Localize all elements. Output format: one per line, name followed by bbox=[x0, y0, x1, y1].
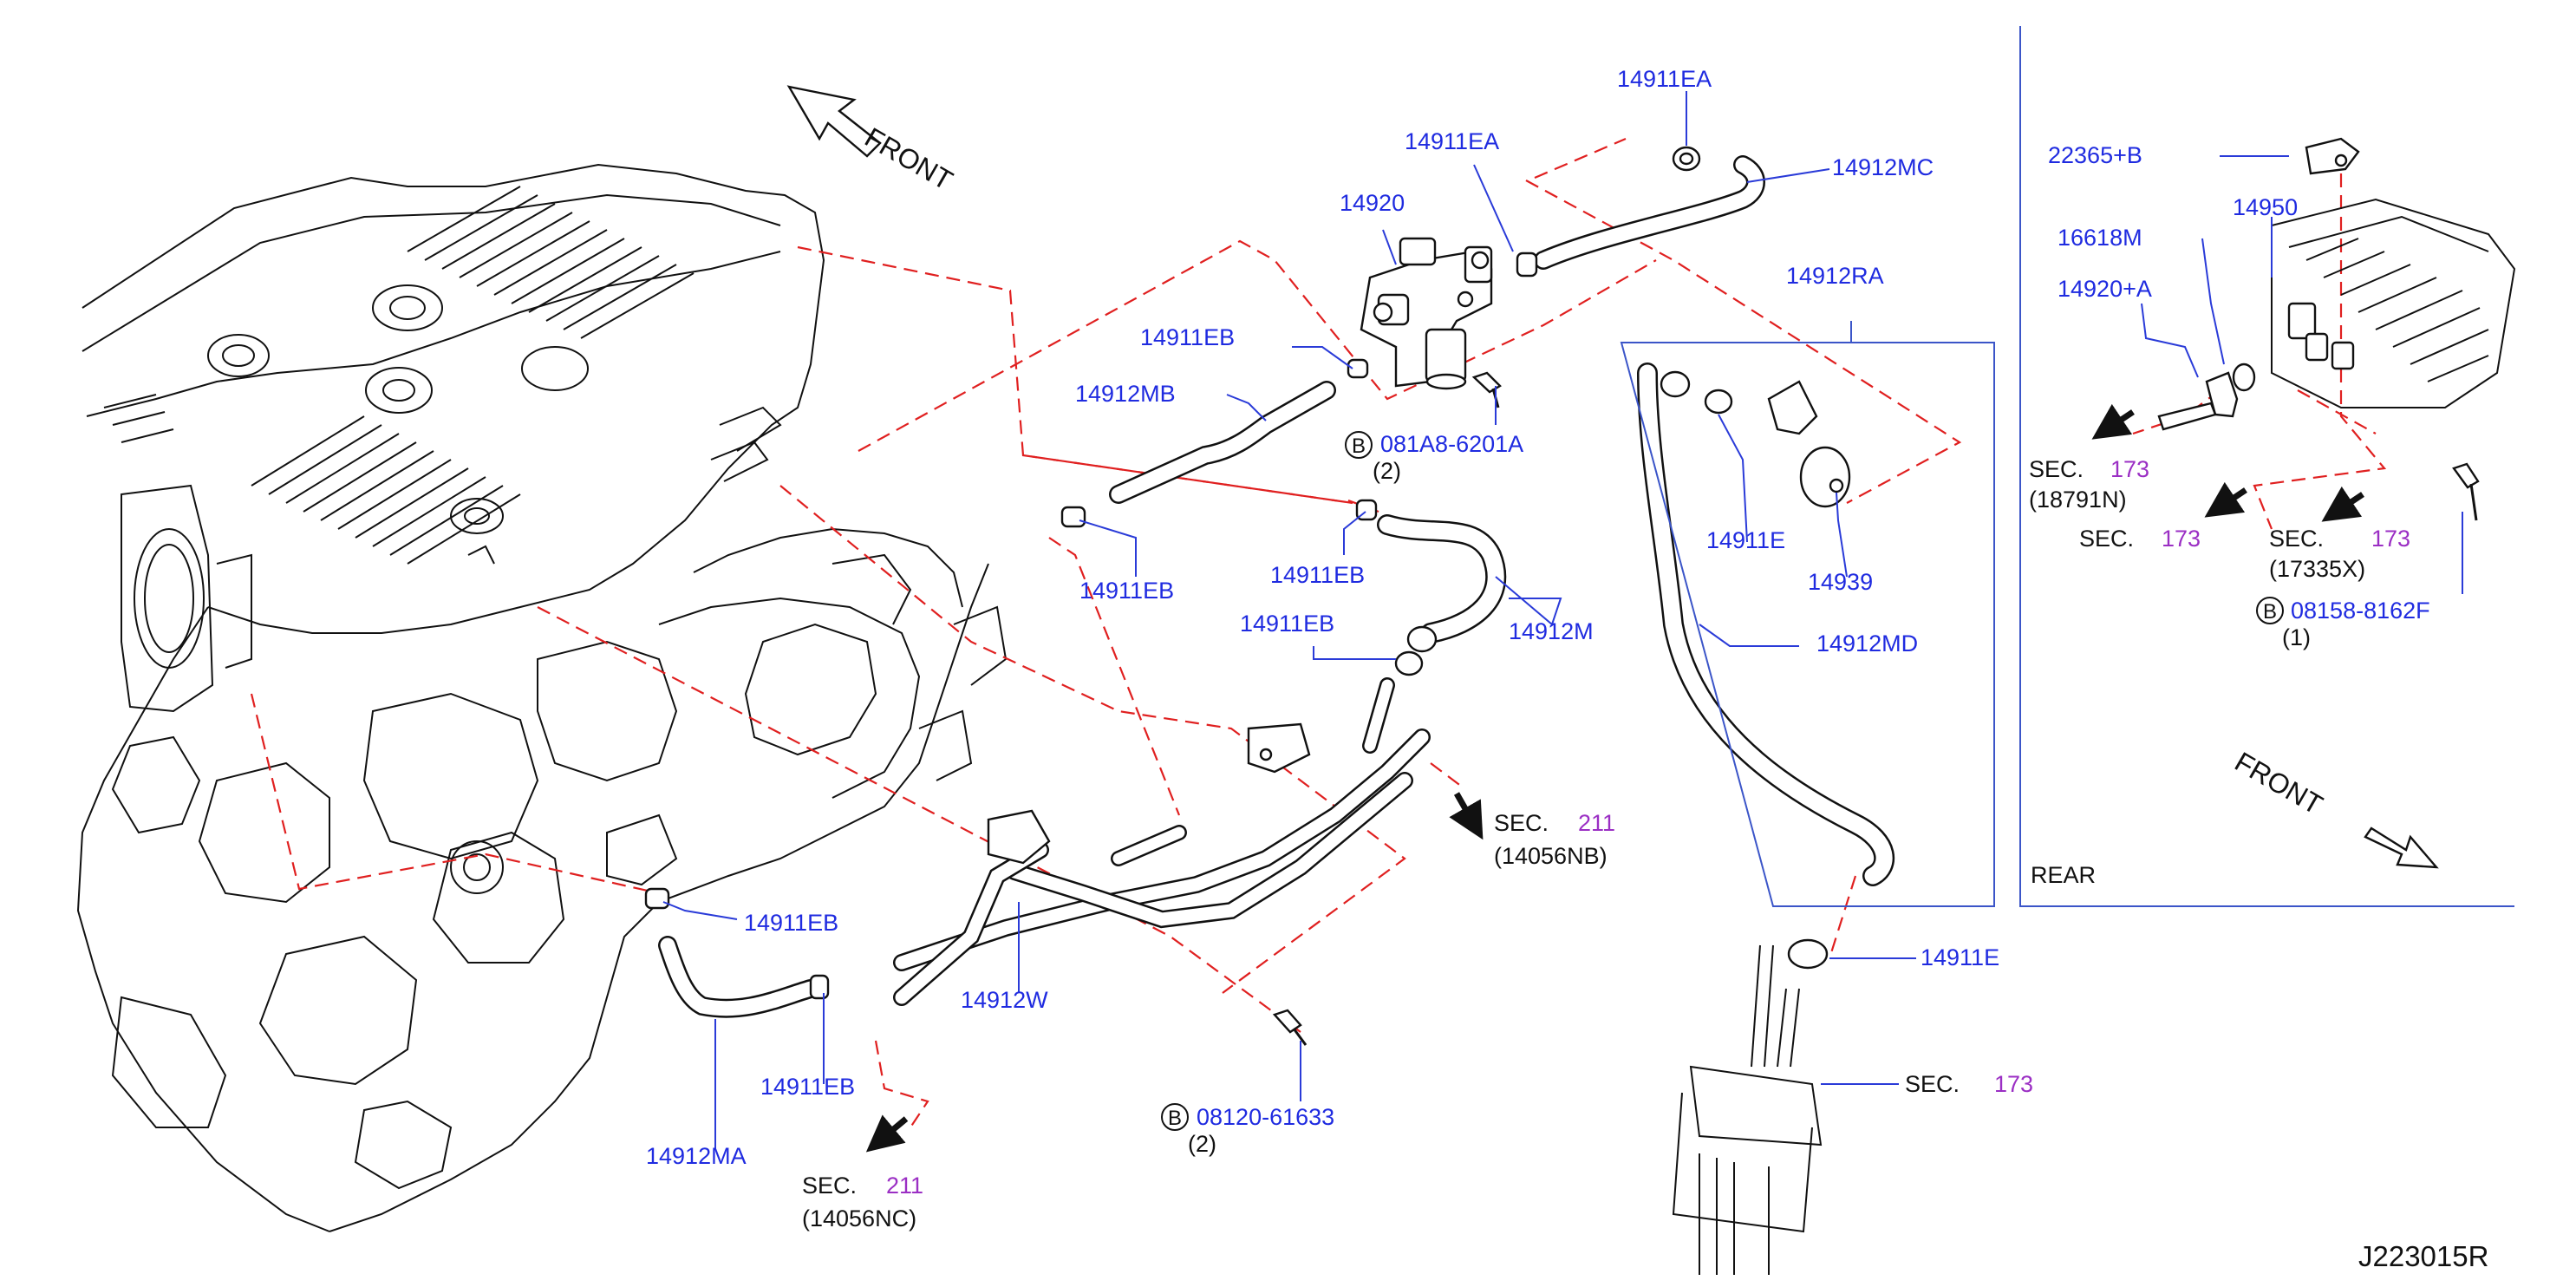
part-label-14911E-bottom: 14911E bbox=[1921, 944, 1999, 970]
part-label-14912MB: 14912MB bbox=[1075, 381, 1176, 407]
part-label-22365-B: 22365+B bbox=[2048, 142, 2142, 168]
diagram-code: J223015R bbox=[2358, 1240, 2488, 1272]
svg-text:173: 173 bbox=[2371, 526, 2410, 552]
bolt-marker-081A8: B bbox=[1345, 431, 1373, 459]
part-label-14911EB-b: 14911EB bbox=[1079, 578, 1174, 604]
svg-text:SEC.: SEC. bbox=[2029, 456, 2084, 482]
part-label-14911EB-a: 14911EB bbox=[1140, 324, 1235, 350]
svg-text:SEC.: SEC. bbox=[1905, 1071, 1960, 1097]
part-label-081A8-6201A: 081A8-6201A bbox=[1380, 431, 1523, 457]
part-label-14911EB-e: 14911EB bbox=[744, 910, 838, 936]
part-label-14912MC: 14912MC bbox=[1832, 154, 1934, 180]
svg-text:(14056NB): (14056NB) bbox=[1494, 843, 1608, 869]
front-arrow-main: FRONT bbox=[786, 85, 958, 196]
sub-assembly-box-14912RA bbox=[1620, 321, 1995, 907]
inset-border bbox=[2019, 26, 2514, 907]
parts-art bbox=[644, 137, 2516, 1275]
sec-173-18791N: SEC. 173 (18791N) bbox=[2029, 456, 2149, 513]
part-label-14912M: 14912M bbox=[1509, 618, 1594, 644]
part-label-14912MA: 14912MA bbox=[646, 1143, 747, 1169]
svg-text:(14056NC): (14056NC) bbox=[802, 1205, 916, 1231]
svg-text:SEC.: SEC. bbox=[1494, 810, 1549, 836]
svg-text:211: 211 bbox=[1578, 810, 1615, 836]
part-label-14912RA: 14912RA bbox=[1786, 263, 1884, 289]
part-label-14950: 14950 bbox=[2233, 194, 2298, 220]
sec-173-mid: SEC. 173 bbox=[2079, 526, 2201, 552]
section-arrows bbox=[865, 403, 2364, 1153]
part-label-14912MD: 14912MD bbox=[1816, 630, 1918, 657]
svg-text:173: 173 bbox=[2162, 526, 2201, 552]
part-label-14912W: 14912W bbox=[961, 987, 1048, 1013]
part-qty-081A8: (2) bbox=[1373, 458, 1401, 484]
part-label-14911EA-mid: 14911EA bbox=[1405, 128, 1499, 154]
part-label-14911EB-d: 14911EB bbox=[1240, 611, 1334, 637]
part-label-14911EB-c: 14911EB bbox=[1270, 562, 1365, 588]
part-qty-08158: (1) bbox=[2282, 624, 2311, 650]
svg-text:SEC.: SEC. bbox=[2269, 526, 2324, 552]
svg-text:B: B bbox=[1168, 1107, 1182, 1130]
section-refs: SEC. 211 (14056NB) SEC. 211 (14056NC) SE… bbox=[802, 456, 2410, 1231]
leader-lines bbox=[662, 91, 2463, 1149]
svg-text:SEC.: SEC. bbox=[2079, 526, 2134, 552]
part-label-08158-8162F: 08158-8162F bbox=[2291, 598, 2430, 624]
part-label-14911EB-f: 14911EB bbox=[760, 1074, 855, 1100]
part-label-14911EA-top: 14911EA bbox=[1617, 66, 1712, 92]
svg-text:173: 173 bbox=[2110, 456, 2149, 482]
svg-text:FRONT: FRONT bbox=[2230, 746, 2328, 820]
svg-text:211: 211 bbox=[886, 1173, 923, 1199]
sec-173-17335X: SEC. 173 (17335X) bbox=[2269, 526, 2410, 582]
svg-text:FRONT: FRONT bbox=[860, 121, 958, 196]
svg-text:SEC.: SEC. bbox=[802, 1173, 857, 1199]
rear-label: REAR bbox=[2031, 862, 2096, 888]
svg-text:173: 173 bbox=[1994, 1071, 2033, 1097]
part-labels: 14911EA 14912MC 14911EA 14920 14912RA 14… bbox=[646, 66, 2430, 1169]
part-label-14939: 14939 bbox=[1808, 569, 1873, 595]
dashed-guide-lines bbox=[250, 137, 2387, 1128]
svg-text:(18791N): (18791N) bbox=[2029, 487, 2127, 513]
sec-211-14056NB: SEC. 211 (14056NB) bbox=[1494, 810, 1615, 869]
part-label-16618M: 16618M bbox=[2058, 225, 2142, 251]
bolt-marker-08158: B bbox=[2256, 597, 2284, 624]
sec-173-hose: SEC. 173 bbox=[1905, 1071, 2033, 1097]
part-label-14920: 14920 bbox=[1340, 190, 1405, 216]
part-label-08120-61633: 08120-61633 bbox=[1197, 1104, 1334, 1130]
svg-text:B: B bbox=[1352, 434, 1366, 458]
front-arrow-inset: FRONT bbox=[2230, 746, 2439, 869]
svg-text:(17335X): (17335X) bbox=[2269, 556, 2365, 582]
bolt-marker-08120: B bbox=[1161, 1103, 1189, 1131]
part-label-14911E-top: 14911E bbox=[1706, 527, 1785, 553]
svg-text:B: B bbox=[2263, 600, 2277, 624]
sec-211-14056NC: SEC. 211 (14056NC) bbox=[802, 1173, 923, 1231]
part-qty-08120: (2) bbox=[1188, 1131, 1216, 1157]
engine-outline bbox=[76, 163, 1008, 1232]
part-label-14920-A: 14920+A bbox=[2058, 276, 2152, 302]
